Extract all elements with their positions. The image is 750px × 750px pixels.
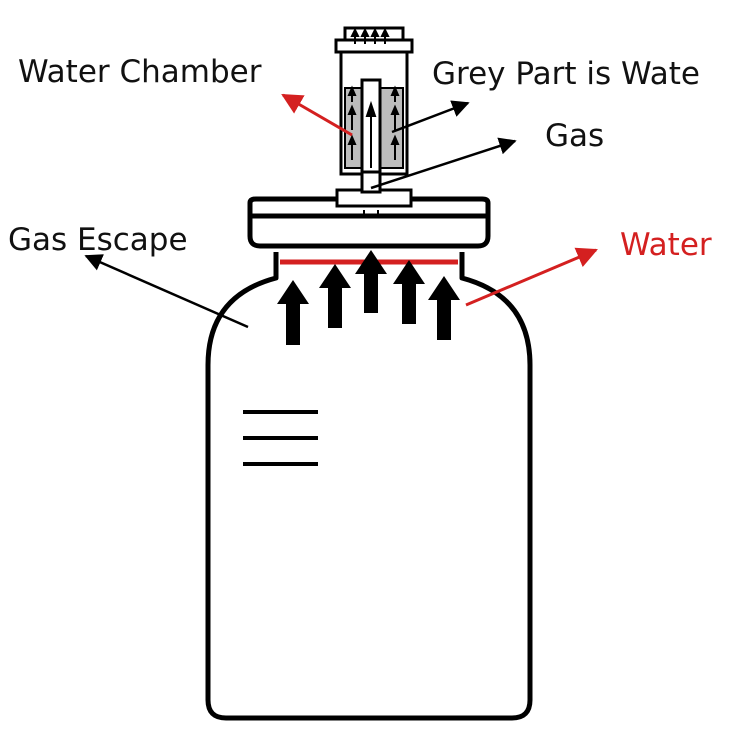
label-gas-escape: Gas Escape xyxy=(8,222,188,258)
label-gas: Gas xyxy=(545,118,604,154)
jar-body xyxy=(205,252,533,721)
chamber-flow-arrows xyxy=(347,85,400,168)
gas-pointer xyxy=(370,137,517,190)
volume-marks xyxy=(243,410,318,466)
gas-escape-pointer xyxy=(84,254,249,329)
label-water-chamber: Water Chamber xyxy=(18,54,262,90)
label-water: Water xyxy=(620,227,712,263)
label-grey-part: Grey Part is Wate xyxy=(432,56,700,92)
water-pointer xyxy=(465,247,598,307)
gas-rising-arrows xyxy=(277,250,460,345)
gas-outflow-arrows xyxy=(350,27,390,44)
water-chamber-pointer xyxy=(281,93,353,137)
grey-part-pointer xyxy=(391,100,470,134)
